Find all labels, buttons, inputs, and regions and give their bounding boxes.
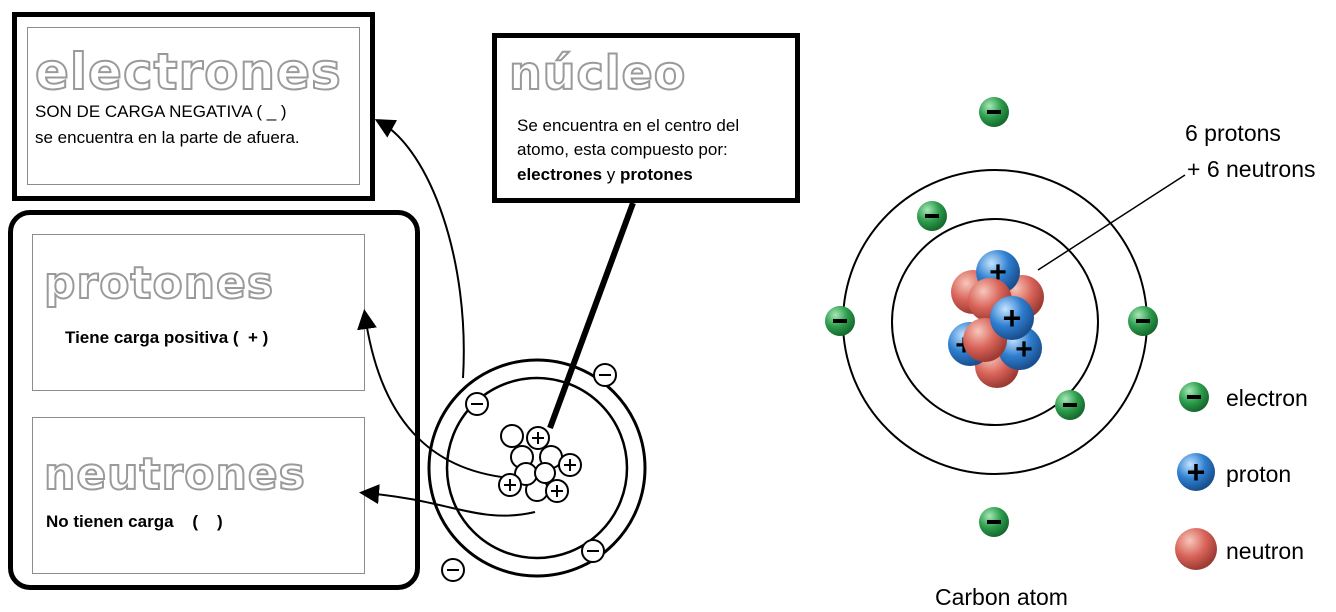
legend-neutron-label: neutron — [1226, 538, 1305, 564]
nucleo-protones-word: protones — [620, 165, 693, 184]
arrow-to-neutrones — [359, 484, 536, 517]
sketch-proton — [498, 473, 522, 497]
carbon-atom-diagram: + + + + + — [825, 97, 1217, 570]
nucleo-line2: atomo, esta compuesto por: — [517, 140, 728, 159]
electron — [979, 97, 1009, 127]
legend-proton-label: proton — [1226, 461, 1292, 487]
svg-text:+: + — [1015, 333, 1033, 366]
electrones-line1: SON DE CARGA NEGATIVA ( _ ) — [35, 102, 287, 121]
carbon-caption: Carbon atom — [935, 584, 1068, 610]
electron — [825, 306, 855, 336]
sketch-electron — [441, 558, 465, 582]
simple-atom-diagram — [357, 119, 647, 582]
outer-orbit — [427, 358, 647, 578]
legend-electron-label: electron — [1226, 385, 1308, 411]
callout-line — [1037, 174, 1186, 271]
neutrones-text: No tienen carga ( ) — [46, 512, 223, 531]
svg-text:+: + — [1187, 454, 1206, 490]
inner-orbit — [445, 376, 629, 560]
protones-title: protones — [43, 258, 275, 309]
nucleo-title: núcleo — [508, 46, 687, 100]
proton: + — [990, 296, 1034, 340]
protones-text: Tiene carga positiva ( + ) — [65, 328, 269, 347]
electron — [1128, 306, 1158, 336]
svg-text:+: + — [1003, 300, 1022, 336]
proton-icon: + — [1177, 453, 1215, 491]
electron-icon — [1179, 382, 1209, 412]
nucleo-conjunction: y — [602, 165, 620, 184]
electron — [1055, 390, 1085, 420]
sketch-electron — [465, 392, 489, 416]
neutron-icon — [1175, 528, 1217, 570]
sketch-proton — [526, 426, 550, 450]
sketch-electron — [593, 363, 617, 387]
electrones-inner-panel — [27, 27, 360, 185]
nucleo-pointer — [547, 201, 636, 430]
sketch-neutron — [500, 424, 524, 448]
electron — [979, 507, 1009, 537]
protones-neutrones-group — [8, 210, 420, 590]
electrones-line2: se encuentra en la parte de afuera. — [35, 128, 300, 147]
sketch-electron — [581, 539, 605, 563]
arrow-to-protones — [357, 309, 511, 479]
callout-label-line1: 6 protons — [1185, 120, 1281, 146]
sketch-proton — [558, 453, 582, 477]
nucleo-line1: Se encuentra en el centro del — [517, 116, 740, 135]
sketch-nucleus — [498, 424, 582, 503]
sketch-proton — [545, 479, 569, 503]
electrones-card: electrones SON DE CARGA NEGATIVA ( _ ) s… — [12, 12, 375, 201]
nucleo-electrones-word: electrones — [517, 165, 603, 184]
carbon-inner-orbit — [891, 218, 1099, 426]
carbon-nucleus: + + + + — [948, 250, 1044, 388]
sketch-neutron — [534, 462, 556, 484]
arrow-to-electrones — [374, 119, 465, 379]
nucleo-line3: electrones y protones — [517, 165, 693, 185]
callout-label-line2: + 6 neutrons — [1187, 156, 1316, 182]
neutrones-title: neutrones — [43, 449, 306, 500]
nucleo-card: núcleo Se encuentra en el centro del ato… — [492, 33, 800, 203]
electrones-title: electrones — [34, 43, 342, 101]
electron — [917, 201, 947, 231]
